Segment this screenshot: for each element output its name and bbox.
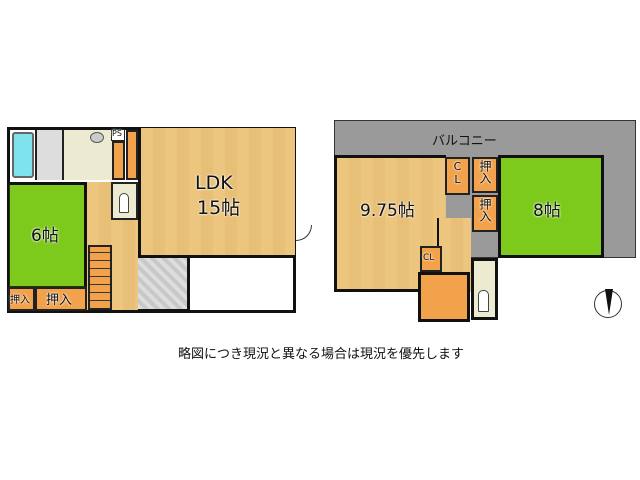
toilet-icon (119, 193, 129, 213)
ldk-name: LDK (195, 172, 233, 194)
balcony-label: バルコニー (432, 134, 497, 149)
oshiire-1f-label: 押入 (46, 293, 73, 308)
bath-floor (35, 130, 62, 180)
oshiire-2f-1 (472, 157, 498, 193)
washroom (62, 130, 112, 180)
oshiire-small (8, 287, 35, 311)
oshiire-1f (35, 287, 87, 311)
door-swing-ldk (296, 225, 312, 241)
oshiire-2f-1-label: 押入 (478, 160, 492, 184)
stairs-2f (418, 272, 470, 322)
washitsu-6 (9, 182, 87, 287)
washitsu-6-label: 6帖 (31, 226, 59, 246)
ldk-size: 15帖 (197, 197, 241, 219)
cl-2f-label: CL (451, 160, 464, 186)
entrance-tile (138, 258, 190, 312)
stairs-1f (88, 245, 112, 310)
washitsu-8-label: 8帖 (533, 201, 561, 221)
ldk (138, 128, 295, 258)
oshiire-2f-2-label: 押入 (478, 198, 492, 222)
cl-2f (445, 157, 470, 195)
caption: 略図につき現況と異なる場合は現況を優先します (178, 347, 465, 362)
compass-icon (594, 289, 622, 318)
ps-box (111, 129, 125, 141)
closet-strip-1 (112, 141, 125, 180)
sink (90, 132, 104, 143)
ps-label: PS (112, 129, 122, 138)
closet-strip-2 (126, 130, 138, 180)
cl-small-2f (420, 246, 442, 272)
western-room-label: 9.75帖 (360, 201, 415, 221)
washitsu-8 (498, 155, 604, 258)
cl-small-label: CL (423, 253, 435, 263)
oshiire-small-label: 押入 (10, 295, 30, 306)
toilet-2f-icon (478, 290, 489, 312)
oshiire-2f-2 (472, 195, 498, 232)
bathtub (12, 132, 34, 178)
